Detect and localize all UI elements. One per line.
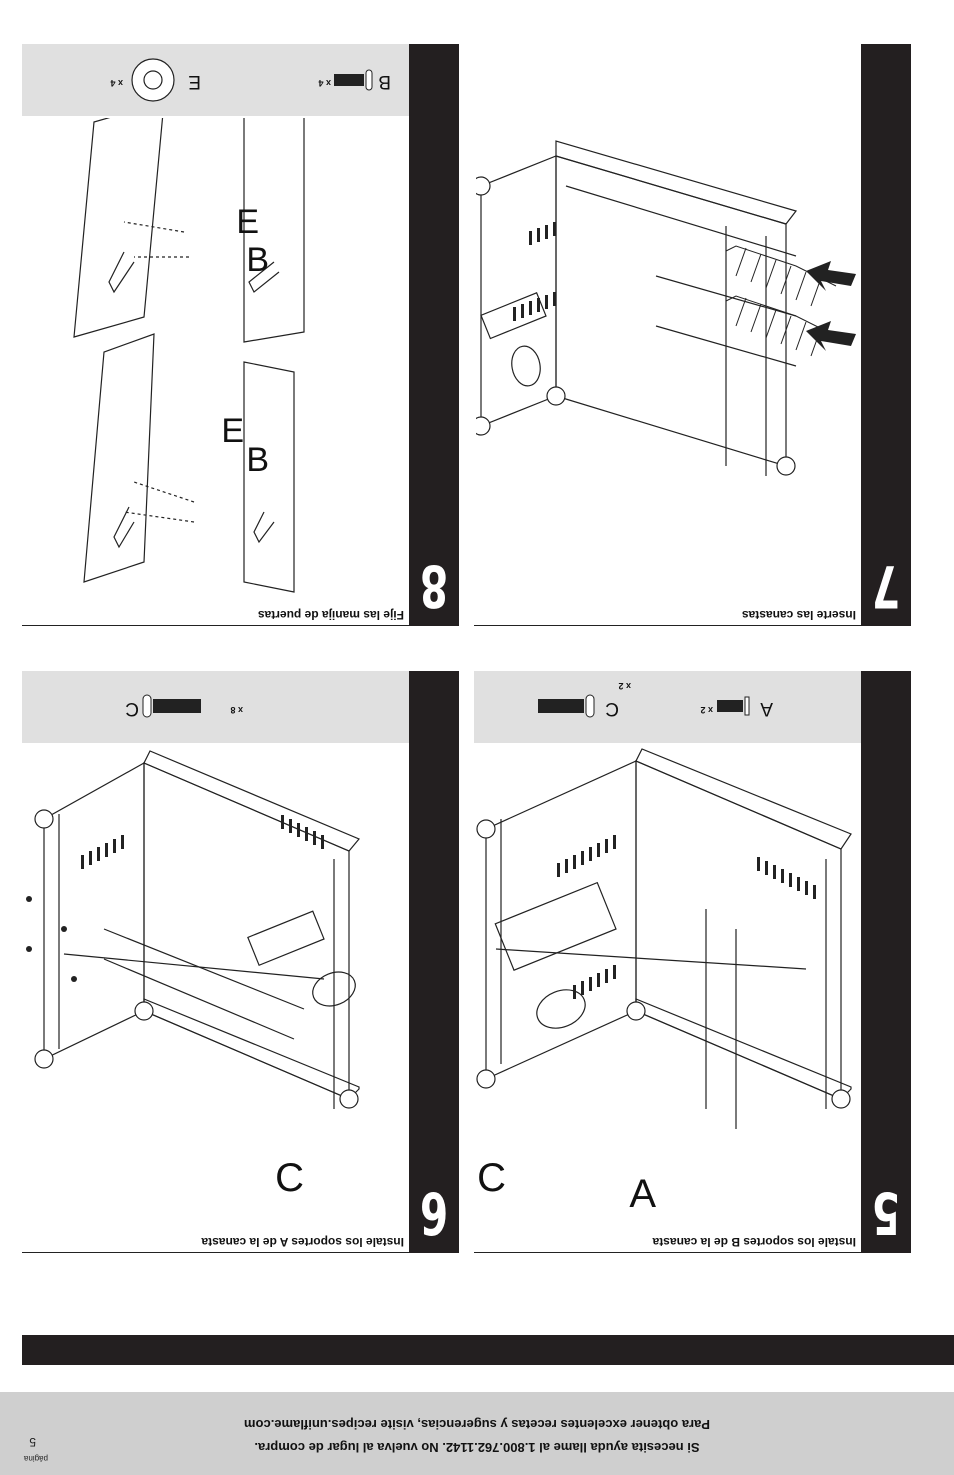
hardware-letter: E	[188, 71, 201, 92]
callout-e: E	[221, 412, 244, 450]
screw-medium-icon	[334, 69, 373, 91]
hardware-letter: C	[125, 698, 139, 719]
step-title: Instale los soportes A de la canasta	[201, 1235, 404, 1249]
hardware-a: A x 2	[691, 671, 781, 743]
hardware-band: A x 2 C x 2	[474, 671, 861, 743]
hardware-letter: A	[760, 698, 773, 719]
callout-a: A	[629, 1172, 656, 1216]
basket-insert-illustration	[476, 140, 856, 476]
step-5: 5 Instale los soportes B de la canasta	[474, 671, 911, 1253]
step-rule	[22, 625, 409, 626]
hardware-b: B x 4	[309, 44, 399, 116]
step-number: 5	[871, 1179, 901, 1247]
page-label: página	[23, 1454, 48, 1463]
step-number-column: 5	[861, 671, 911, 1253]
hardware-c: C x 8	[125, 671, 289, 743]
hardware-letter: B	[378, 71, 391, 92]
hardware-qty: x 4	[110, 78, 123, 88]
step-number: 6	[419, 1179, 449, 1247]
step-number-column: 6	[409, 671, 459, 1253]
callout-b: B	[246, 441, 269, 479]
hardware-band: C x 8	[22, 671, 409, 743]
door-handle-illustration	[73, 118, 305, 593]
washer-icon	[131, 58, 175, 102]
callout-b: B	[246, 241, 269, 279]
step-number: 8	[419, 552, 449, 620]
step-title: Inserte las canastas	[741, 608, 856, 622]
step-rule	[474, 625, 861, 626]
hardware-band: B x 4 E x 4	[22, 44, 409, 116]
step-number-column: 8	[409, 44, 459, 626]
step-number: 7	[871, 552, 901, 620]
hardware-c: C x 2	[531, 671, 631, 743]
step-6: 6 Instale los soportes A de la canasta	[22, 671, 459, 1253]
cart-frame-illustration	[26, 750, 360, 1109]
recipes-line: Para obtener excelentes recetas y sugere…	[243, 1417, 711, 1432]
callout-e: E	[236, 203, 259, 241]
help-line: Si necesita ayuda llame al 1.800.762.114…	[254, 1440, 700, 1455]
step-rule	[22, 1252, 409, 1253]
callout-c: C	[477, 1156, 506, 1200]
hardware-qty: x 2	[700, 705, 713, 715]
hardware-qty: x 4	[318, 78, 331, 88]
step-title: Fije las manija de puertas	[257, 608, 404, 622]
cart-frame-illustration	[476, 748, 852, 1129]
step-8: 8 Fije las manija de puertas B E B E	[22, 44, 459, 626]
footer: página 5 Si necesita ayuda llame al 1.80…	[0, 1392, 954, 1475]
step-title: Instale los soportes B de la canasta	[652, 1235, 856, 1249]
hardware-qty: x 2	[618, 681, 631, 691]
step-rule	[474, 1252, 861, 1253]
step-7: 7 Inserte las canastas	[474, 44, 911, 626]
hardware-e: E x 4	[99, 44, 209, 116]
section-bar	[22, 1335, 954, 1365]
step-number-column: 7	[861, 44, 911, 626]
hardware-letter: C	[605, 698, 619, 719]
screw-long-icon	[142, 694, 201, 718]
callout-c: C	[275, 1156, 304, 1200]
screw-short-icon	[717, 696, 750, 716]
hardware-qty: x 8	[230, 705, 243, 715]
screw-long-icon	[538, 694, 595, 718]
